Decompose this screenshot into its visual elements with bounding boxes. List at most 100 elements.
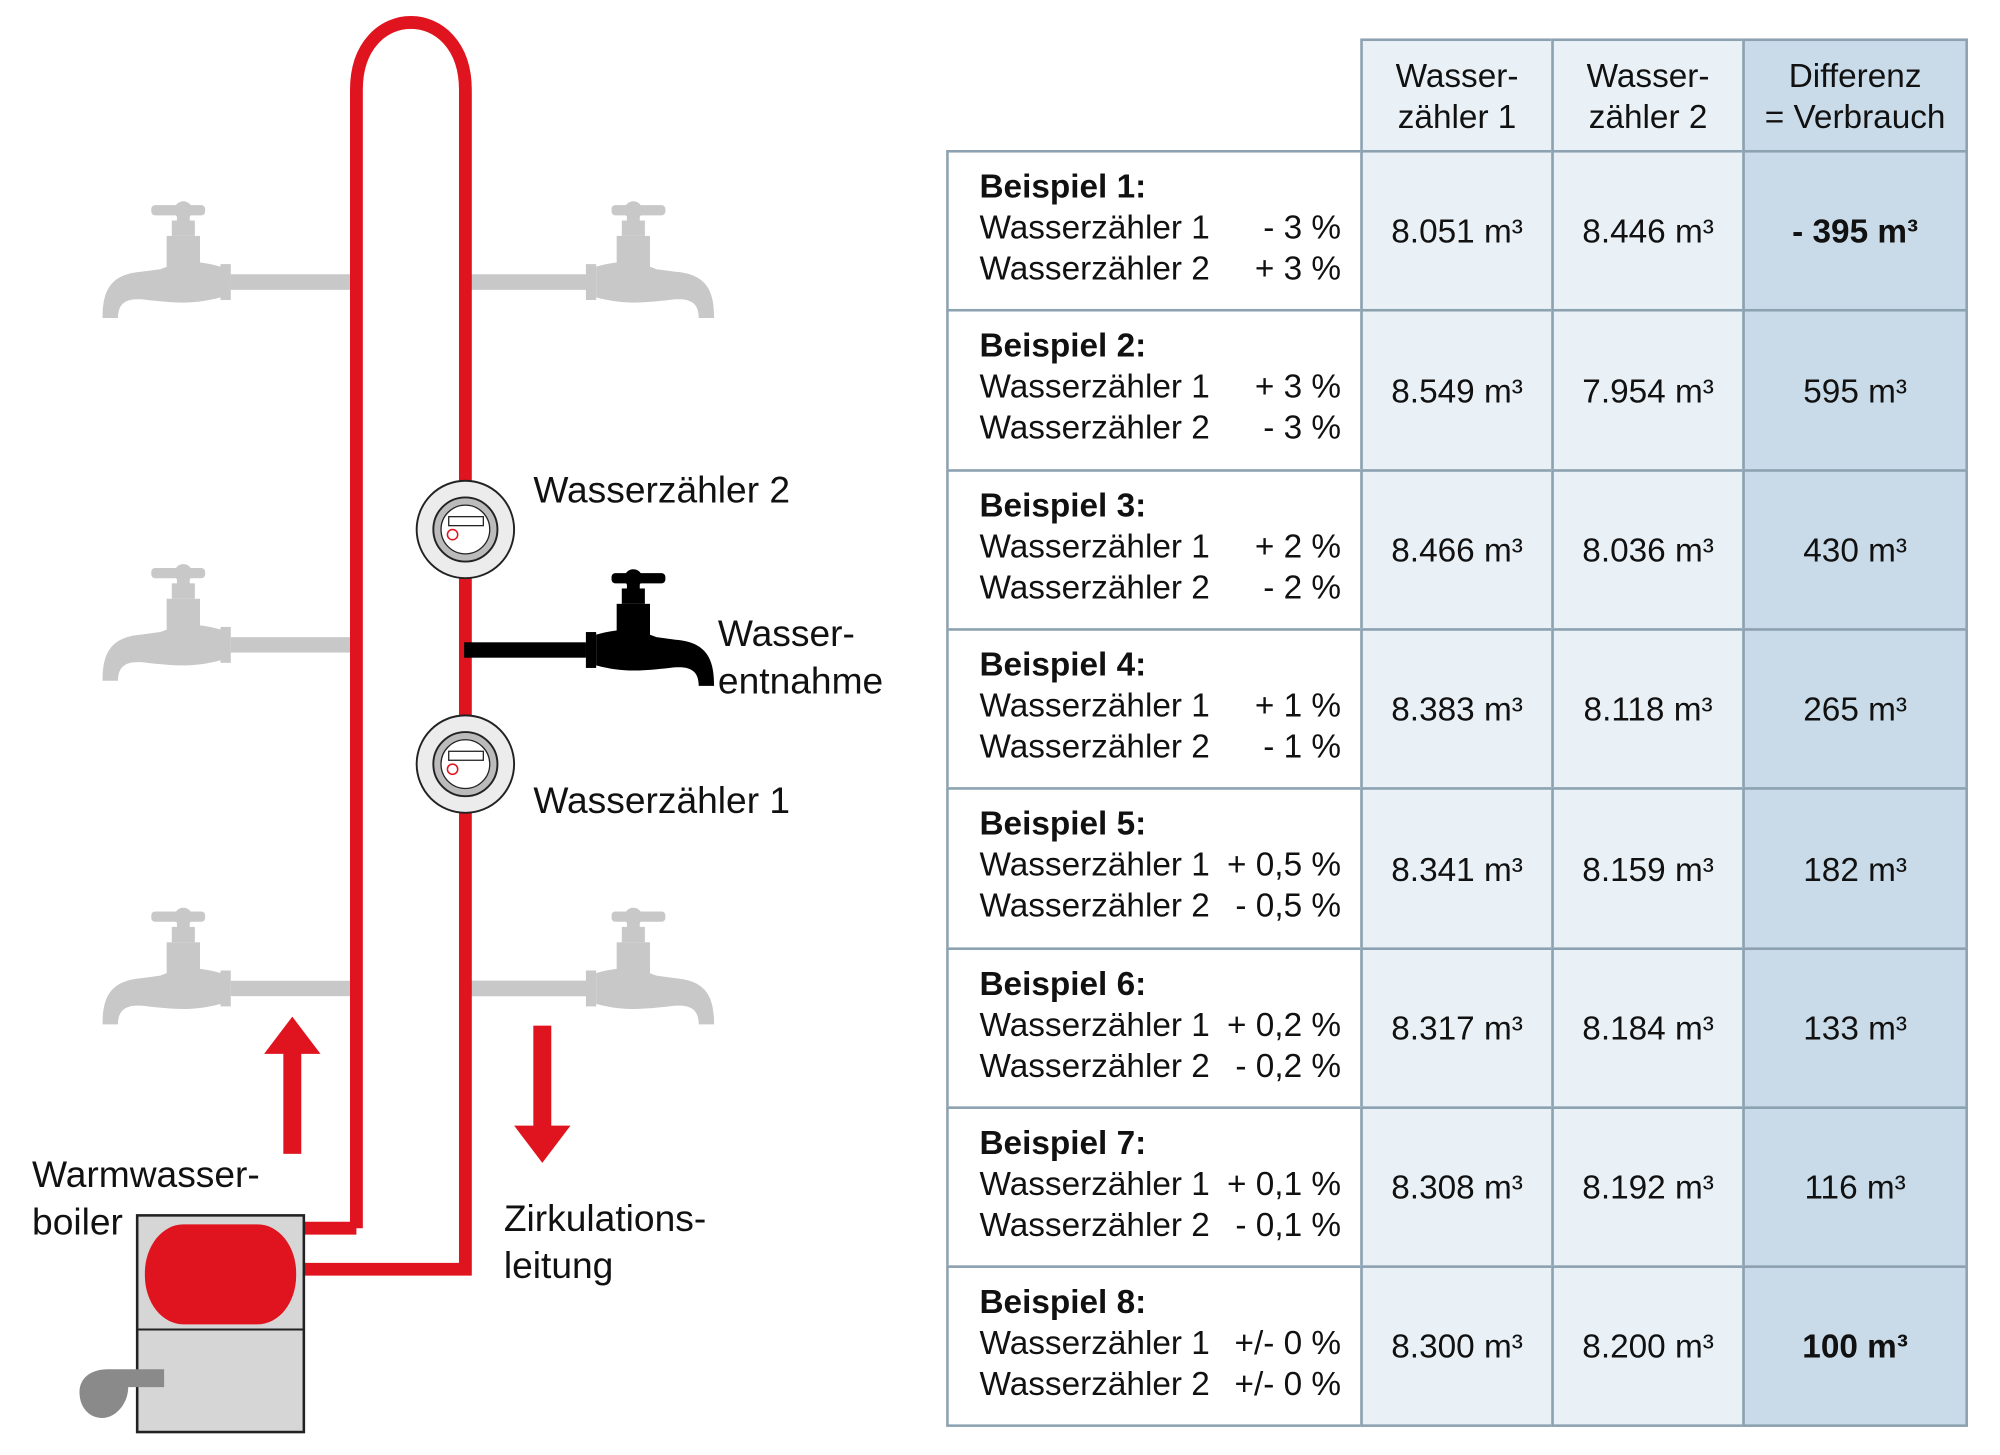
example-title: Beispiel 4: (979, 644, 1147, 684)
deviation-percent: - 0,5 % (1235, 885, 1342, 925)
water-meter-2-icon (415, 479, 516, 580)
deviation-percent: - 1 % (1263, 726, 1342, 766)
meter-2-value: 8.184 m³ (1582, 1008, 1714, 1048)
circulation-label-line2: leitung (504, 1244, 613, 1286)
meter-1-value: 8.317 m³ (1391, 1008, 1523, 1048)
meter-2-value: 8.192 m³ (1582, 1167, 1714, 1207)
plumbing-diagram: Wasserzähler 2 Wasserzähler 1 Wasser- en… (32, 16, 883, 1434)
difference-value: 595 m³ (1803, 371, 1907, 410)
flow-down-arrow-icon (514, 1025, 571, 1163)
meter-deviation-line: Wasserzähler 2 - 3 % (979, 406, 1341, 447)
meter-name: Wasserzähler 2 (979, 726, 1210, 766)
circulation-pipe (294, 16, 472, 1276)
meter-name: Wasserzähler 2 (979, 1046, 1210, 1085)
example-label-cell: Beispiel 4:Wasserzähler 1+ 1 %Wasserzähl… (946, 628, 1363, 790)
deviation-percent: - 0,2 % (1235, 1046, 1342, 1085)
difference-value: 430 m³ (1803, 530, 1907, 570)
header-text: Wasser-zähler 2 (1587, 54, 1710, 136)
meter-2-value-cell: 8.446 m³ (1551, 149, 1745, 312)
example-label-cell: Beispiel 5:Wasserzähler 1+ 0,5 %Wasserzä… (946, 787, 1363, 950)
header-text: Differenz= Verbrauch (1765, 54, 1946, 136)
difference-value: - 395 m³ (1792, 211, 1919, 250)
faucet-icon (102, 201, 353, 318)
tap-label-line2: entnahme (718, 660, 883, 702)
difference-value: 133 m³ (1803, 1008, 1907, 1048)
deviation-percent: - 0,1 % (1235, 1205, 1342, 1244)
meter-deviation-line: Wasserzähler 1 + 0,1 % (979, 1163, 1341, 1204)
example-label-cell: Beispiel 7:Wasserzähler 1+ 0,1 %Wasserzä… (946, 1106, 1363, 1268)
boiler-label-line2: boiler (32, 1201, 123, 1243)
meter-deviation-line: Wasserzähler 1+ 0,5 % (979, 844, 1341, 885)
meter-name: Wasserzähler 1 (979, 1164, 1210, 1203)
meter-1-value: 8.341 m³ (1391, 849, 1523, 888)
meter-2-value-cell: 8.118 m³ (1551, 628, 1745, 790)
meter-name: Wasserzähler 1 (979, 1323, 1210, 1362)
deviation-percent: - 3 % (1263, 407, 1342, 447)
meter-name: Wasserzähler 1 (979, 1005, 1210, 1044)
circulation-label-line1: Zirkulations- (504, 1197, 706, 1239)
meter-deviation-line: Wasserzähler 2+/- 0 % (979, 1363, 1341, 1404)
deviation-percent: - 3 % (1263, 207, 1342, 247)
example-title: Beispiel 7: (979, 1123, 1147, 1162)
meter-name: Wasserzähler 1 (979, 207, 1210, 247)
meter-2-value: 7.954 m³ (1582, 371, 1714, 410)
difference-value: 116 m³ (1804, 1167, 1906, 1207)
meter-1-value-cell: 8.549 m³ (1360, 308, 1554, 472)
meter-2-value-cell: 8.159 m³ (1551, 787, 1745, 950)
meter-2-value: 8.036 m³ (1582, 530, 1714, 570)
deviation-percent: + 3 % (1254, 366, 1342, 406)
difference-cell: - 395 m³ (1742, 149, 1968, 312)
deviation-percent: + 0,5 % (1227, 844, 1342, 884)
example-title: Beispiel 5: (979, 803, 1147, 843)
meter-name: Wasserzähler 2 (979, 1205, 1210, 1244)
example-label-cell: Beispiel 6:Wasserzähler 1+ 0,2 %Wasserzä… (946, 947, 1363, 1109)
faucet-icon (464, 201, 715, 318)
meter-1-value-cell: 8.383 m³ (1360, 628, 1554, 790)
faucet-icon (102, 907, 353, 1025)
meter-deviation-line: Wasserzähler 2+ 3 % (979, 247, 1341, 288)
difference-cell: 595 m³ (1742, 308, 1968, 472)
deviation-percent: + 0,2 % (1227, 1005, 1342, 1044)
difference-cell: 116 m³ (1742, 1106, 1968, 1268)
meter-name: Wasserzähler 2 (979, 885, 1210, 925)
meter-name: Wasserzähler 1 (979, 366, 1210, 406)
difference-cell: 182 m³ (1742, 787, 1968, 950)
meter-deviation-line: Wasserzähler 2 - 0,2 % (979, 1045, 1341, 1086)
meter-deviation-line: Wasserzähler 1+/- 0 % (979, 1322, 1341, 1363)
deviation-percent: - 2 % (1263, 567, 1342, 607)
meter-deviation-line: Wasserzähler 1 + 1 % (979, 685, 1341, 726)
example-label-cell: Beispiel 2:Wasserzähler 1+ 3 %Wasserzähl… (946, 308, 1363, 472)
meter-deviation-line: Wasserzähler 1 + 0,2 % (979, 1004, 1341, 1045)
meter-2-value-cell: 7.954 m³ (1551, 308, 1745, 472)
active-faucet-icon (464, 569, 715, 686)
meter-deviation-line: Wasserzähler 1+ 2 % (979, 526, 1341, 567)
meter-1-value: 8.051 m³ (1391, 211, 1523, 250)
column-header: Differenz= Verbrauch (1742, 38, 1968, 153)
difference-value: 100 m³ (1802, 1326, 1908, 1366)
meter-deviation-line: Wasserzähler 1 + 3 % (979, 365, 1341, 406)
deviation-percent: + 0,1 % (1227, 1164, 1342, 1203)
header-line: = Verbrauch (1764, 96, 1946, 136)
flow-up-arrow-icon (264, 1016, 321, 1154)
boiler-icon (79, 1214, 306, 1434)
example-label-cell: Beispiel 8:Wasserzähler 1+/- 0 %Wasserzä… (946, 1265, 1363, 1427)
meter-2-label: Wasserzähler 2 (533, 469, 790, 511)
difference-cell: 430 m³ (1742, 469, 1968, 631)
column-header: Wasser-zähler 1 (1360, 38, 1554, 153)
meter-name: Wasserzähler 2 (979, 407, 1210, 447)
meter-1-value: 8.466 m³ (1391, 530, 1523, 570)
header-line: Wasser- (1395, 55, 1519, 95)
meter-2-value: 8.446 m³ (1582, 211, 1714, 250)
meter-1-value-cell: 8.317 m³ (1360, 947, 1554, 1109)
header-line: zähler 1 (1397, 96, 1517, 136)
difference-cell: 133 m³ (1742, 947, 1968, 1109)
meter-name: Wasserzähler 1 (979, 685, 1210, 725)
difference-value: 265 m³ (1803, 689, 1907, 729)
deviation-percent: + 3 % (1254, 248, 1342, 288)
meter-2-value-cell: 8.036 m³ (1551, 469, 1745, 631)
difference-cell: 265 m³ (1742, 628, 1968, 790)
meter-deviation-line: Wasserzähler 2- 2 % (979, 567, 1341, 608)
example-label-cell: Beispiel 3:Wasserzähler 1+ 2 %Wasserzähl… (946, 469, 1363, 631)
deviation-percent: + 1 % (1254, 685, 1342, 725)
